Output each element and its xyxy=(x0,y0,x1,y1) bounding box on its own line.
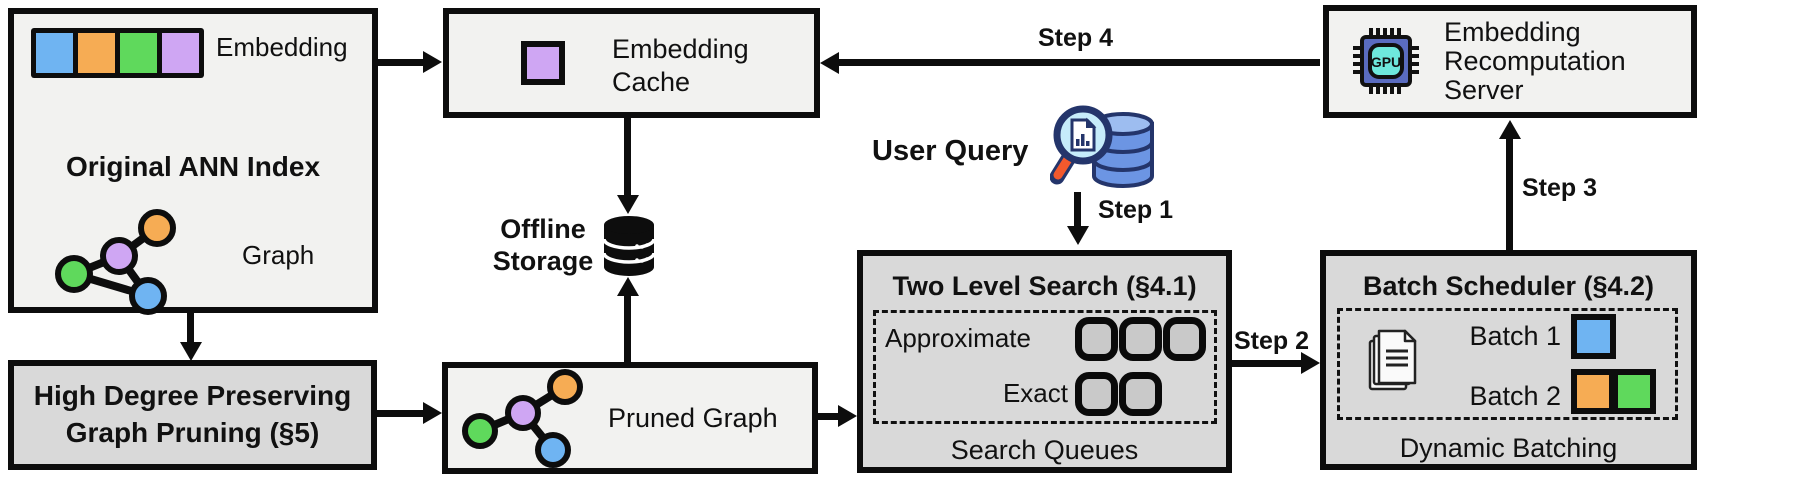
pruned-graph-box: Pruned Graph xyxy=(442,362,818,474)
approximate-label: Approximate xyxy=(885,323,1031,353)
user-query-icon xyxy=(1050,105,1154,188)
user-query-label: User Query xyxy=(872,135,1029,167)
embedding-cell-green xyxy=(120,33,157,73)
arrow-step2-line xyxy=(1232,360,1302,367)
embedding-label: Embedding xyxy=(216,32,348,62)
gpu-chip-icon: GPU xyxy=(1353,28,1419,94)
arrow-index-to-cache-head xyxy=(423,51,442,73)
arrow-pruning-to-pruned-head xyxy=(423,402,442,424)
two-level-search-title: Two Level Search (§4.1) xyxy=(892,271,1197,301)
step3-label: Step 3 xyxy=(1522,174,1598,202)
batch1-square-blue xyxy=(1571,314,1616,359)
cached-embedding-square xyxy=(521,41,565,85)
exact-label: Exact xyxy=(1002,378,1068,408)
step1-label: Step 1 xyxy=(1098,196,1174,224)
batch2-squares xyxy=(1571,369,1656,414)
arrow-step1-line xyxy=(1074,192,1081,227)
step4-label: Step 4 xyxy=(1038,24,1114,52)
pruned-node-purple xyxy=(505,395,541,431)
graph-icon xyxy=(55,209,176,315)
graph-pruning-box: High Degree Preserving Graph Pruning (§5… xyxy=(8,360,377,470)
queue-slot xyxy=(1075,317,1118,361)
pruned-node-orange xyxy=(547,369,583,405)
arrow-pruned-to-storage-head xyxy=(617,277,639,296)
step2-label: Step 2 xyxy=(1234,327,1310,355)
graph-label: Graph xyxy=(242,240,315,270)
arrow-step2-head xyxy=(1301,352,1320,374)
embedding-cache-box: Embedding Cache xyxy=(443,8,820,118)
embedding-cell-blue xyxy=(36,33,73,73)
arrow-pruned-to-search-line xyxy=(818,413,839,420)
embedding-vector-icon xyxy=(31,28,204,78)
arrow-index-to-pruning-line xyxy=(187,313,194,343)
arrow-step1-head xyxy=(1067,226,1089,245)
recomputation-server-box: GPU Embedding Recomputation Server xyxy=(1323,5,1697,118)
dynamic-batching-dashed-box xyxy=(1337,308,1678,420)
batch1-label: Batch 1 xyxy=(1469,321,1561,351)
batch2-square-green xyxy=(1612,369,1656,414)
batch-scheduler-title: Batch Scheduler (§4.2) xyxy=(1362,271,1655,301)
graph-node-blue xyxy=(129,277,167,315)
pruned-node-blue xyxy=(535,432,571,468)
queue-slot xyxy=(1119,317,1162,361)
documents-icon xyxy=(1368,329,1417,391)
exact-queue-slots xyxy=(1075,372,1162,416)
graph-node-green xyxy=(55,255,93,293)
arrow-step4-line xyxy=(838,59,1320,66)
batch2-label: Batch 2 xyxy=(1469,381,1561,411)
arrow-index-to-cache-line xyxy=(378,59,424,66)
gpu-chip-label: GPU xyxy=(1371,54,1401,70)
arrow-cache-to-storage-head xyxy=(617,195,639,214)
original-ann-index-title: Original ANN Index xyxy=(65,151,321,182)
queue-slot xyxy=(1119,372,1162,416)
arrow-pruned-to-search-head xyxy=(838,405,857,427)
arrow-step3-head xyxy=(1499,120,1521,139)
search-queues-label: Search Queues xyxy=(950,435,1139,465)
database-icon xyxy=(602,216,656,276)
approximate-queue-slots xyxy=(1075,317,1206,361)
embedding-cache-label: Embedding Cache xyxy=(612,34,749,97)
recomputation-server-label: Embedding Recomputation Server xyxy=(1444,17,1626,105)
pruned-graph-label: Pruned Graph xyxy=(608,403,778,433)
graph-node-orange xyxy=(138,209,176,247)
queue-slot xyxy=(1163,317,1206,361)
batch-scheduler-box: Batch Scheduler (§4.2) Batch 1 Batch 2 D… xyxy=(1320,250,1697,470)
pruned-graph-icon xyxy=(462,369,583,468)
pruned-node-green xyxy=(462,413,498,449)
arrow-cache-to-storage-line xyxy=(624,118,631,196)
offline-storage-label: Offline Storage xyxy=(492,214,594,277)
queue-slot xyxy=(1075,372,1118,416)
arrow-pruned-to-storage-line xyxy=(624,294,631,362)
two-level-search-box: Two Level Search (§4.1) Approximate Exac… xyxy=(857,250,1232,473)
arrow-pruning-to-pruned-line xyxy=(377,410,424,417)
graph-node-purple xyxy=(100,237,138,275)
graph-pruning-title: High Degree Preserving Graph Pruning (§5… xyxy=(33,380,352,448)
arrow-step3-line xyxy=(1506,137,1513,250)
embedding-cell-purple xyxy=(162,33,199,73)
search-queues-dashed-box xyxy=(873,310,1217,424)
dynamic-batching-label: Dynamic Batching xyxy=(1399,433,1618,463)
arrow-index-to-pruning-head xyxy=(180,342,202,361)
original-ann-index-box: Embedding Original ANN Index Graph xyxy=(8,8,378,315)
batch2-square-orange xyxy=(1571,369,1615,414)
arrow-step4-head xyxy=(820,52,839,74)
embedding-cell-orange xyxy=(78,33,115,73)
